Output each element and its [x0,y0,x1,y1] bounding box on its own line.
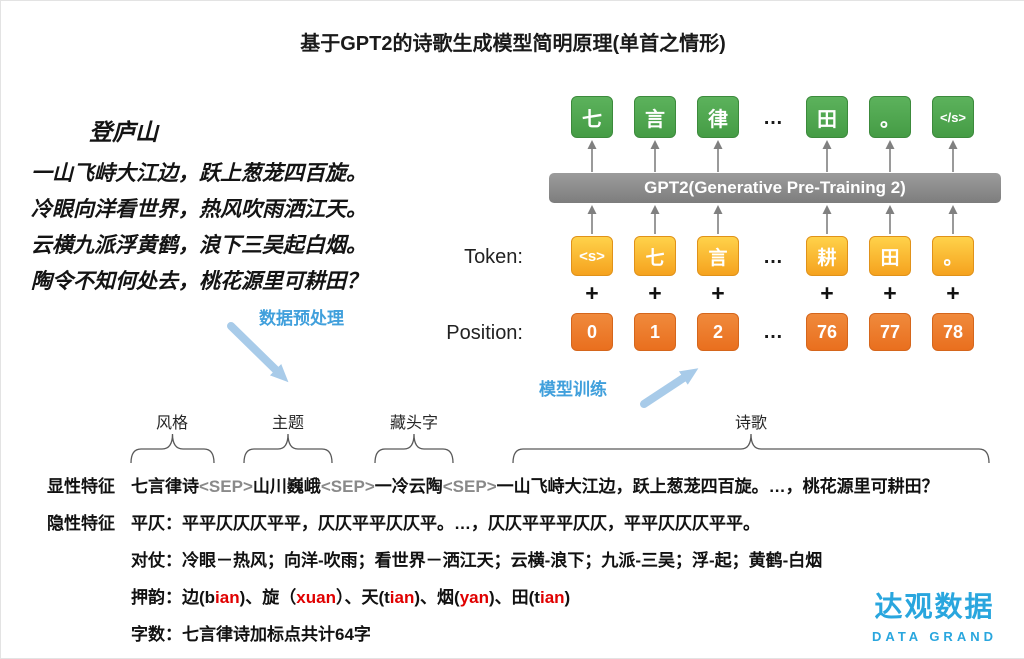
rhyme-segment: 押韵：边(b [131,588,216,607]
gpt2-bar: GPT2(Generative Pre-Training 2) [549,173,1001,203]
rhyme-segment-red: ian [389,588,415,607]
sep-token: <SEP> [442,477,497,496]
poem-line: 一山飞峙大江边，跃上葱茏四百旋。 [31,160,367,185]
preprocess-label: 数据预处理 [259,309,344,328]
rhyme-segment-red: yan [459,588,489,607]
explicit-features-label: 显性特征 [47,477,115,496]
input-token: 耕 [806,236,848,276]
rhyme-segment: )、烟( [414,588,460,607]
text-segment: 一冷云陶 [374,477,443,496]
input-token: 。 [932,236,974,276]
brace-label-style: 风格 [155,415,189,432]
plus-sign: + [648,280,662,306]
plus-sign: + [711,280,725,306]
rhyme-segment: ）、天(t [335,588,390,607]
rhyme-segment-red: ian [215,588,240,607]
preprocess-arrow [227,322,289,383]
output-ellipsis: … [763,107,783,129]
char-count-line: 字数：七言律诗加标点共计64字 [131,625,371,644]
brace-label-acrostic: 藏头字 [389,415,439,432]
rhyme-segment-red: xuan [296,588,336,607]
text-segment: 一山飞峙大江边，跃上葱茏四百旋。…，桃花源里可耕田？ [496,477,939,496]
plus-sign: + [946,280,960,306]
output-token: 七 [571,96,613,138]
token-ellipsis: … [763,246,783,268]
output-token: 。 [869,96,911,138]
text-segment: 山川巍峨 [252,477,321,496]
train-arrow [640,368,699,408]
sep-token: <SEP> [199,477,253,496]
output-arrows [587,140,958,172]
position-cell: 2 [697,313,739,351]
tonal-pattern-line: 平仄：平平仄仄仄平平，仄仄平平仄仄平。…，仄仄平平平仄仄，平平仄仄仄平平。 [131,514,760,533]
antithesis-line: 对仗：冷眼－热风；向洋-吹雨；看世界－洒江天；云横-浪下；九派-三吴；浮-起；黄… [131,551,823,570]
position-cell: 1 [634,313,676,351]
poem-line: 冷眼向洋看世界，热风吹雨洒江天。 [31,196,367,221]
position-cell: 77 [869,313,911,351]
brace-label-poem: 诗歌 [734,415,768,432]
input-arrows [587,205,958,234]
braces [130,433,990,464]
token-row-label: Token: [464,246,523,268]
datagrand-logo: 达观数据 DATA GRAND [872,585,997,644]
poem-line: 陶令不知何处去，桃花源里可耕田？ [31,268,367,293]
rhyme-line: 押韵：边(bian)、旋（xuan）、天(tian)、烟(yan)、田(tian… [131,583,570,608]
input-token: 田 [869,236,911,276]
input-token: 言 [697,236,739,276]
plus-sign: + [883,280,897,306]
rhyme-segment: ) [564,588,571,607]
output-token-eos: </s> [932,96,974,138]
train-label: 模型训练 [539,380,607,399]
position-cell: 76 [806,313,848,351]
rhyme-segment-red: ian [539,588,565,607]
explicit-features-text: 七言律诗<SEP>山川巍峨<SEP>一冷云陶<SEP>一山飞峙大江边，跃上葱茏四… [131,472,939,497]
brace-label-theme: 主题 [271,415,305,432]
plus-sign: + [820,280,834,306]
text-segment: 七言律诗 [131,477,199,496]
input-token-bos: <s> [571,236,613,276]
logo-chinese: 达观数据 [874,591,995,622]
poem-title: 登庐山 [89,119,158,146]
position-cell: 78 [932,313,974,351]
input-token: 七 [634,236,676,276]
position-ellipsis: … [763,321,783,343]
implicit-features-label: 隐性特征 [47,514,115,533]
plus-sign: + [585,280,599,306]
page-title: 基于GPT2的诗歌生成模型简明原理(单首之情形) [300,33,726,55]
rhyme-segment: )、田(t [488,588,540,607]
output-token: 言 [634,96,676,138]
logo-english: DATA GRAND [872,629,997,644]
output-token: 田 [806,96,848,138]
output-token: 律 [697,96,739,138]
poem-line: 云横九派浮黄鹤，浪下三吴起白烟。 [31,232,367,257]
position-cell: 0 [571,313,613,351]
rhyme-segment: )、旋（ [239,588,297,607]
poem: 登庐山 一山飞峙大江边，跃上葱茏四百旋。 冷眼向洋看世界，热风吹雨洒江天。 云横… [31,113,461,299]
sep-token: <SEP> [320,477,375,496]
position-row-label: Position: [446,322,523,344]
